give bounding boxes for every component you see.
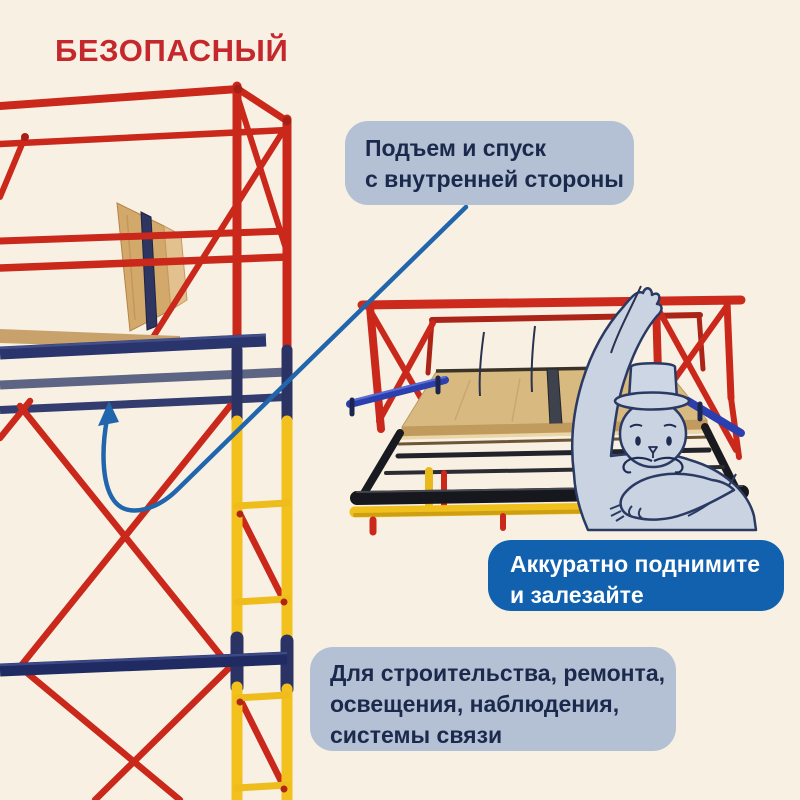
cat-mascot: [571, 285, 758, 532]
badge-climb-line2: и залезайте: [510, 582, 644, 608]
cat-body: [571, 287, 758, 532]
info-usage-line1: Для строительства, ремонта,: [330, 660, 666, 686]
top-hat-icon: [613, 362, 691, 411]
diagonal-braces: [0, 397, 289, 800]
info-usage-line2: освещения, наблюдения,: [330, 691, 620, 717]
ladder: [230, 344, 294, 800]
info-usage-box: Для строительства, ремонта, освещения, н…: [310, 647, 676, 751]
page-title: БЕЗОПАСНЫЙ: [55, 33, 289, 68]
badge-climb-line1: Аккуратно поднимите: [510, 551, 761, 577]
cat-face: [622, 423, 684, 474]
blue-side-rails: [346, 375, 745, 437]
up-arrow-head-icon: [98, 401, 119, 426]
info-usage-line3: системы связи: [330, 722, 503, 748]
connector-arrow: [98, 204, 469, 513]
red-guard-frame: [0, 81, 292, 355]
callout-inside-line2: с внутренней стороны: [365, 166, 624, 192]
callout-inside-line1: Подъем и спуск: [365, 135, 546, 161]
scaffold-photo: [0, 81, 294, 800]
badge-climb-carefully: Аккуратно поднимите и залезайте: [488, 540, 784, 611]
callout-inside-access: Подъем и спуск с внутренней стороны: [345, 121, 634, 205]
cat-paw: [619, 472, 736, 521]
plywood-board: [116, 202, 188, 332]
connector-line: [101, 204, 469, 513]
platform-beams: [0, 329, 288, 414]
